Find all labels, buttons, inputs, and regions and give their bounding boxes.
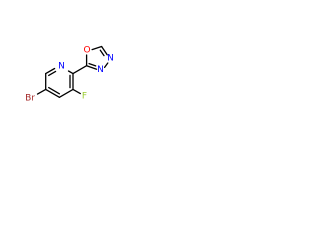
atom-label-br: Br (25, 94, 35, 104)
bond-n3p-c2p-inner (88, 62, 97, 67)
bond-c5p-n4p-inner (99, 49, 105, 57)
bond-o1p-c5p (91, 45, 103, 51)
atom-label-f: F (82, 92, 87, 102)
bond-c2-oxadiazole (72, 65, 88, 75)
atom-label-o-oxadiazole: O (83, 46, 90, 56)
bond-c5-br (36, 88, 47, 95)
bond-c6-n1 (45, 67, 56, 75)
bond-c3-f (72, 88, 81, 95)
oxadiazole-ring (85, 45, 109, 70)
substituent-bonds (36, 65, 88, 95)
bond-c4-c5 (45, 88, 61, 98)
bond-n4p-n3p (103, 62, 109, 69)
bond-c5p-n4p (100, 45, 108, 56)
atom-label-n-pyridine: N (58, 62, 65, 72)
atom-label-n-oxadiazole-4: N (107, 54, 114, 64)
bond-n1-c2 (67, 70, 74, 75)
atom-label-n-oxadiazole-3: N (97, 65, 104, 75)
bond-n3p-c2p (85, 65, 98, 70)
bond-c3-c4 (58, 88, 74, 98)
bond-c4-c5-inner (48, 86, 61, 95)
pyridine-ring (45, 67, 74, 98)
structure-diagram: Br F N O N N (25, 45, 114, 104)
bond-c6-n1-inner (48, 70, 57, 77)
